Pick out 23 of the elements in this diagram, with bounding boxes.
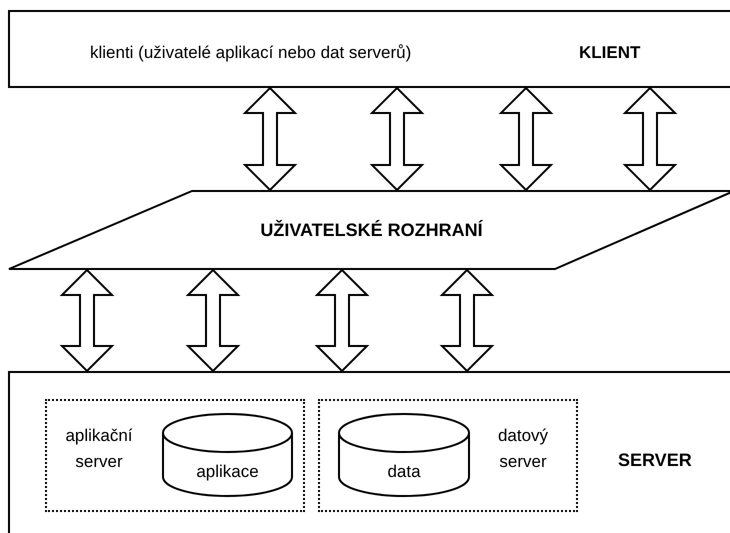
- double-block-arrow: [186, 268, 240, 372]
- node-label: aplikace: [196, 461, 259, 484]
- double-block-arrow: [370, 86, 424, 192]
- group-label: aplikační server: [64, 425, 134, 473]
- double-block-arrow: [60, 268, 114, 372]
- interface-parallelogram: [8, 190, 730, 270]
- layer-heading: KLIENT: [579, 42, 640, 64]
- double-block-arrow: [622, 86, 678, 192]
- double-block-arrow: [314, 268, 370, 372]
- layer-heading: SERVER: [618, 449, 692, 472]
- double-block-arrow: [242, 86, 298, 192]
- database-cylinder: [338, 413, 470, 497]
- group-label: datový server: [496, 425, 550, 473]
- double-block-arrow: [498, 86, 554, 192]
- node-label: data: [387, 461, 421, 484]
- server-layer-box: [8, 371, 730, 533]
- client-layer-box: [8, 10, 730, 88]
- double-block-arrow: [440, 268, 494, 372]
- layer-heading: UŽIVATELSKÉ ROZHRANÍ: [260, 218, 483, 242]
- dotted-group-box: [45, 399, 305, 512]
- dotted-group-box: [318, 399, 578, 512]
- client-description: klienti (uživatelé aplikací nebo dat serverů): [90, 42, 412, 64]
- database-cylinder: [162, 413, 293, 497]
